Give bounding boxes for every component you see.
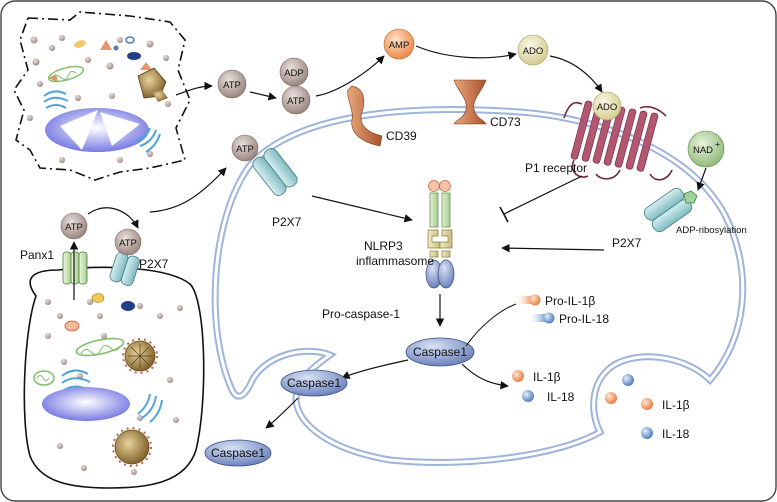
mitochondrion-icon: [47, 65, 85, 83]
atp-molecule-icon: ATP: [231, 134, 259, 162]
panx1-label: Panx1: [20, 248, 54, 262]
caspase1-release-arrow: [341, 359, 409, 379]
il1b-legend-icon: [641, 398, 653, 410]
adp-ribosylation-label: ADP-ribosylation: [676, 225, 747, 236]
pro-caspase1-label: Pro-caspase-1: [322, 307, 400, 321]
il18-legend-icon: [641, 427, 653, 439]
panx1-channel-icon: [62, 251, 88, 285]
p2x7-to-nlrp3-arrow: [311, 195, 413, 223]
mitochondrion-icon: [75, 337, 125, 357]
right-p2x7-label: P2X7: [612, 236, 642, 250]
release-atp-arrow: [175, 81, 213, 96]
left-cell: [23, 266, 205, 489]
nad-label: NAD: [693, 145, 713, 156]
caspase1-label-released: Caspase1: [287, 376, 341, 390]
pro-il18-icon: [528, 312, 555, 324]
caspase1-active-icon: Caspase1: [405, 337, 475, 367]
il18-icon: [522, 390, 534, 402]
il18-label-inner: IL-18: [547, 390, 575, 404]
nlrp3-label: NLRP3: [364, 239, 403, 253]
dying-cell: [13, 11, 191, 181]
atp-to-atp-arrow: [249, 91, 277, 101]
left-p2x7-label: P2X7: [139, 257, 169, 271]
pro-cytokine-link: [465, 303, 517, 347]
il1b-label-outer: IL-1β: [662, 398, 690, 412]
main-cell-membrane: [211, 106, 747, 466]
caspase1-extracellular-arrow: [265, 397, 299, 429]
atp-molecule-icon: ATP: [217, 69, 247, 99]
lysosome-fragment-icon: [137, 67, 168, 102]
p1-receptor-label: P1 receptor: [525, 161, 587, 175]
cd73-enzyme-icon: [453, 79, 487, 125]
inflammasome-label: inflammasome: [356, 254, 434, 268]
left-to-main-arrow: [149, 167, 227, 213]
mitochondrion-icon: [33, 370, 55, 386]
atp-label-released: ATP: [223, 80, 241, 91]
caspase1-extracellular-icon: Caspase1: [204, 439, 272, 467]
p1-inhibition-line: [503, 175, 583, 215]
p2x7-channel-icon: [252, 148, 298, 196]
caspase1-released-icon: Caspase1: [280, 369, 348, 397]
nad-superscript: +: [715, 139, 720, 149]
il1b-icon: [512, 370, 524, 382]
atp-label-main-p2x7: ATP: [236, 144, 254, 155]
il18-label-outer: IL-18: [662, 427, 690, 441]
secreted-il1b-icon: [605, 392, 617, 404]
pro-il1b-label: Pro-IL-1β: [545, 294, 595, 308]
p2x7-channel-icon: [643, 187, 693, 233]
p1-inhibition-bar: [499, 206, 509, 223]
atp-label-panx1: ATP: [65, 222, 83, 233]
atp-label-cd39: ATP: [287, 96, 305, 107]
ado-label-free: ADO: [523, 46, 544, 57]
atp-label-left-p2x7: ATP: [119, 238, 137, 249]
nad-arrow: [696, 167, 707, 191]
ado-molecule-icon: ADO: [517, 34, 549, 66]
amp-to-ado-arrow: [415, 45, 517, 60]
main-p2x7-label: P2X7: [272, 215, 302, 229]
caspase1-label-center: Caspase1: [413, 345, 467, 359]
caspase1-to-cytokines-arrow: [461, 363, 509, 390]
caspase1-label-extracellular: Caspase1: [211, 446, 265, 460]
right-p2x7-to-nlrp3-arrow: [501, 243, 605, 253]
atp-molecule-icon: ATP: [60, 212, 88, 240]
amp-label: AMP: [389, 40, 410, 51]
adp-molecule-icon: ADP: [279, 57, 309, 87]
p1-receptor-icon: [563, 100, 673, 181]
ado-to-p1-arrow: [549, 55, 603, 93]
il1b-label-inner: IL-1β: [533, 370, 561, 384]
atp-molecule-icon: ATP: [281, 85, 311, 115]
nucleus-fragment-icon: [45, 108, 149, 152]
atp-molecule-icon: ATP: [114, 228, 142, 256]
amp-molecule-icon: AMP: [383, 28, 415, 60]
cd39-label: CD39: [386, 129, 417, 143]
nad-molecule-icon: NAD +: [687, 130, 725, 168]
secreted-il18-icon: [622, 374, 634, 386]
adp-label: ADP: [284, 68, 304, 79]
cell-debris: [27, 35, 171, 163]
nucleus-icon: [42, 387, 130, 421]
ado-bound-molecule-icon: ADO: [592, 91, 622, 121]
pro-il18-label: Pro-IL-18: [559, 312, 609, 326]
pro-il1b-icon: [514, 294, 541, 306]
golgi-icon: [61, 369, 163, 423]
adp-to-amp-arrow: [315, 55, 385, 97]
cd39-enzyme-icon: [347, 85, 383, 147]
nlrp3-inflammasome-icon: [425, 180, 455, 289]
lysosome-icon: [112, 338, 158, 467]
adp-ribose-icon: [683, 190, 698, 204]
cd73-label: CD73: [490, 115, 521, 129]
golgi-icon: [43, 90, 161, 153]
ado-label-bound: ADO: [597, 102, 618, 113]
atp-to-p2x7-arrow: [87, 207, 139, 229]
